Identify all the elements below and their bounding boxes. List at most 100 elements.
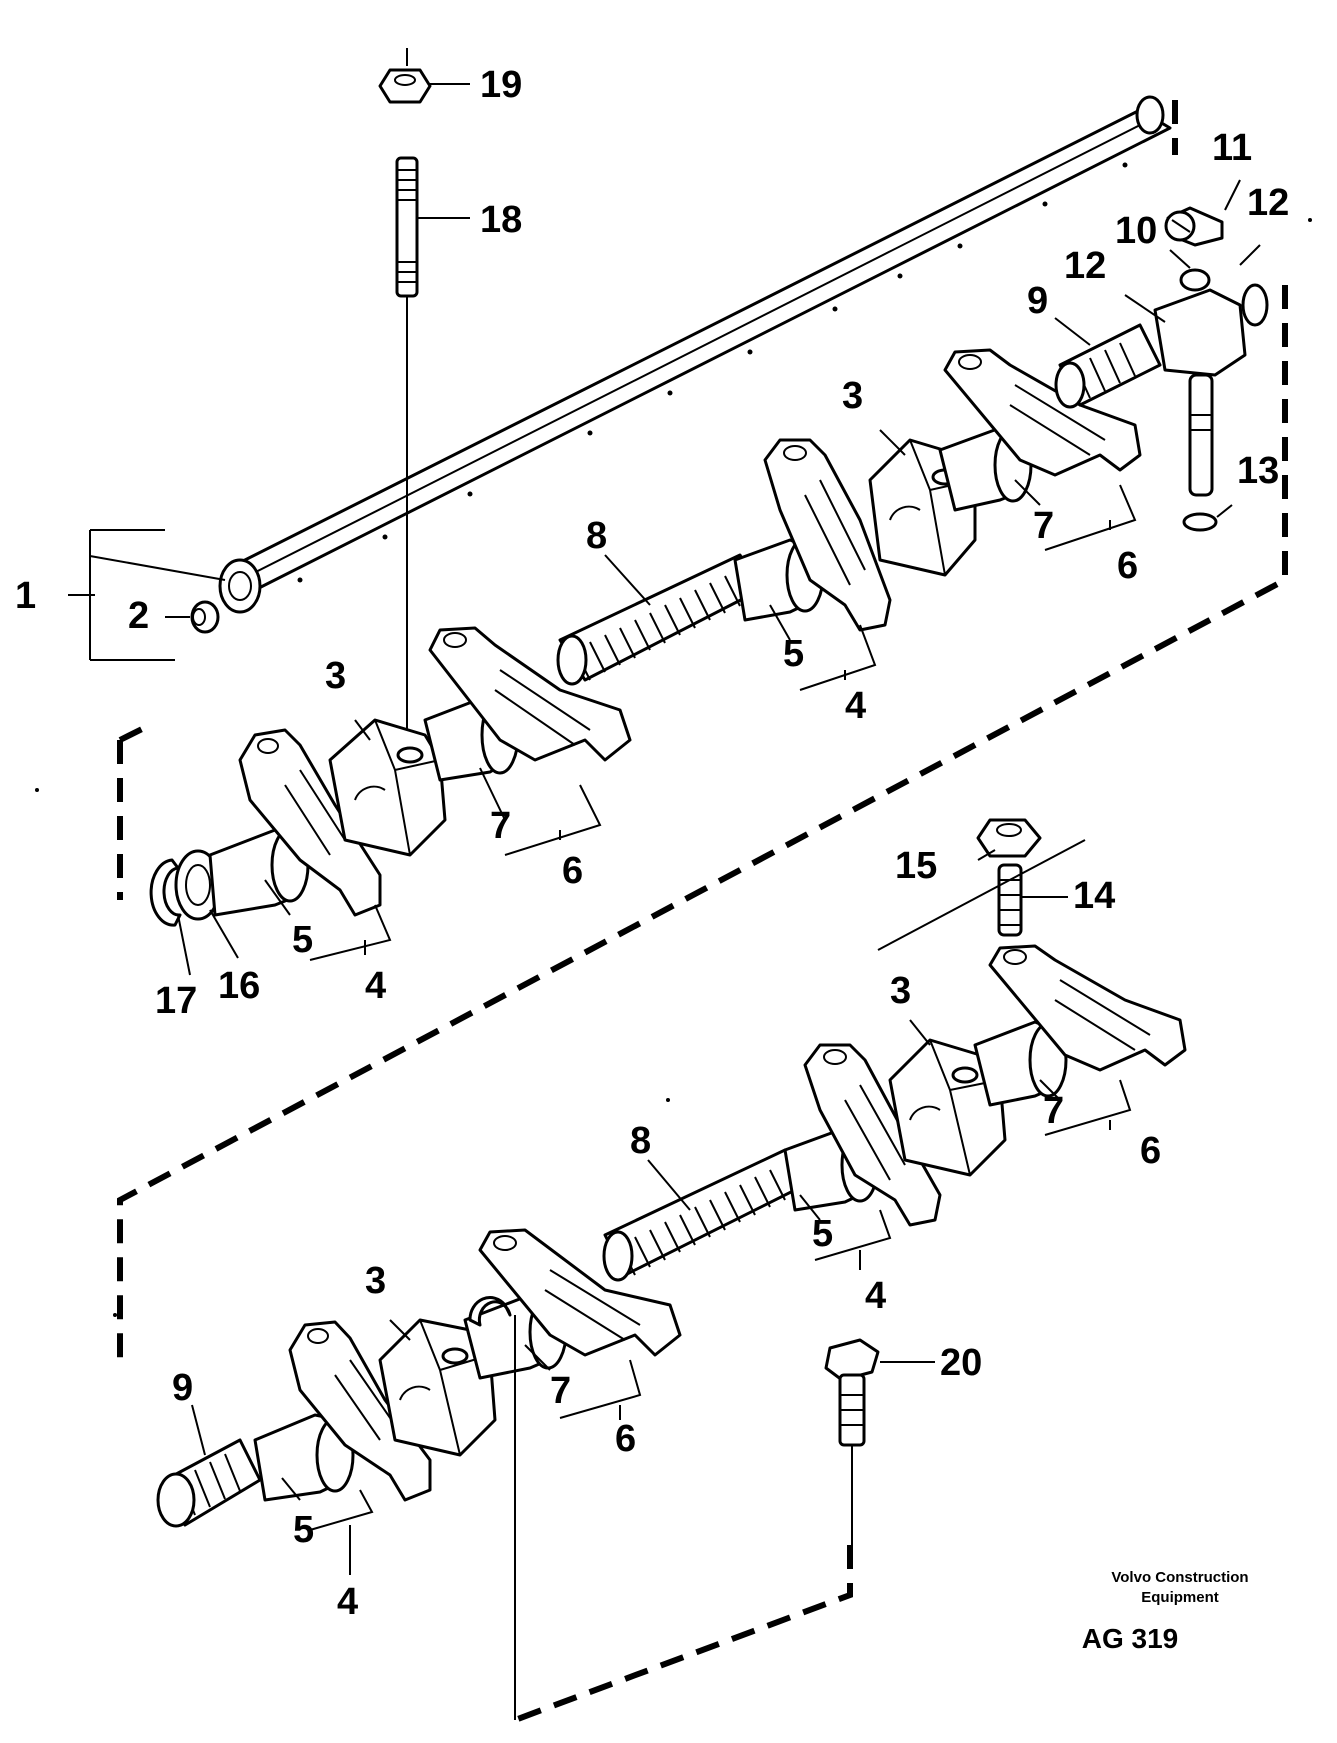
part-1-bracket-line (68, 529, 226, 661)
callout-1: 1 (15, 575, 36, 617)
callout-6: 6 (615, 1418, 636, 1460)
leader-11 (1224, 179, 1241, 211)
stray-mark (666, 1098, 670, 1102)
plug-icon (190, 600, 220, 634)
callout-12: 12 (1064, 245, 1106, 287)
leader-5-lower-mid (799, 1194, 821, 1221)
callout-4: 4 (865, 1275, 886, 1317)
pipe-icon (1188, 373, 1214, 497)
callout-19: 19 (480, 64, 522, 106)
leader-7-upper-left (479, 767, 506, 821)
callout-8: 8 (586, 515, 607, 557)
callout-15: 15 (895, 845, 937, 887)
bushing-icon (973, 1020, 1068, 1107)
spring-icon (1054, 323, 1162, 409)
callout-20: 20 (940, 1342, 982, 1384)
guide-line-14 (877, 839, 1086, 951)
callout-7: 7 (490, 805, 511, 847)
rocker-arm-icon (238, 728, 382, 917)
callout-3: 3 (325, 655, 346, 697)
leader-12a (1239, 244, 1261, 266)
callout-7: 7 (1043, 1090, 1064, 1132)
callout-9: 9 (1027, 280, 1048, 322)
callout-7: 7 (550, 1370, 571, 1412)
bracket-4-lower-mid (814, 1209, 892, 1270)
leader-8-upper (604, 554, 651, 606)
rocker-arm-icon (428, 626, 632, 762)
leader-9-lower (191, 1404, 206, 1456)
callout-16: 16 (218, 965, 260, 1007)
bracket-icon (378, 1318, 497, 1457)
callout-10: 10 (1115, 210, 1157, 252)
bracket-6-upper-left (504, 784, 602, 856)
bracket-4-upper-mid (799, 624, 877, 691)
callout-18: 18 (480, 199, 522, 241)
circlip-icon (149, 858, 182, 927)
bracket-4-lower-left (309, 1489, 374, 1575)
stray-mark (113, 1313, 117, 1317)
callout-6: 6 (1140, 1130, 1161, 1172)
callout-14: 14 (1073, 875, 1115, 917)
leader-3-upper-left (354, 719, 371, 741)
credit-line-2: Equipment (1141, 1589, 1219, 1606)
bushing-icon (938, 426, 1033, 512)
assembly-outline-upper (117, 100, 1288, 1365)
callout-5: 5 (783, 633, 804, 675)
screw-icon (1164, 206, 1224, 247)
callout-3: 3 (890, 970, 911, 1012)
callout-11: 11 (1212, 127, 1252, 169)
nut-icon (378, 68, 432, 104)
callout-5: 5 (292, 919, 313, 961)
leader-3-upper-mid (879, 429, 906, 456)
spring-icon (556, 553, 762, 686)
bolt-icon (824, 1338, 880, 1447)
callout-6: 6 (562, 850, 583, 892)
callout-3: 3 (842, 375, 863, 417)
stud-icon (395, 156, 419, 298)
drawing-code: AG 319 (1082, 1623, 1179, 1654)
callout-8: 8 (630, 1120, 651, 1162)
leader-13 (1216, 504, 1233, 518)
leader-15 (977, 849, 996, 861)
assembly-outline-lower (117, 722, 853, 1723)
leader-7-lower-right (1039, 1079, 1061, 1101)
nut-icon (976, 818, 1042, 858)
rocker-arm-icon (943, 348, 1142, 477)
leader-9-upper (1054, 317, 1091, 346)
bracket-4-upper-left (309, 904, 392, 961)
bracket-6-upper-right (1044, 484, 1137, 551)
seal-ring-icon (1182, 512, 1218, 532)
bracket-6-lower-left (559, 1359, 642, 1420)
callout-3: 3 (365, 1260, 386, 1302)
callout-5: 5 (293, 1509, 314, 1551)
leader-5-upper-left (264, 879, 291, 916)
credit-line-1: Volvo Construction (1111, 1569, 1248, 1586)
callout-2: 2 (128, 595, 149, 637)
bracket-icon (328, 718, 447, 857)
leader-16 (209, 909, 239, 959)
leader-7-lower-left (524, 1344, 551, 1371)
callout-4: 4 (845, 685, 866, 727)
bracket-icon (888, 1038, 1007, 1177)
rocker-arm-icon (988, 944, 1187, 1072)
spring-icon (156, 1438, 262, 1528)
rocker-arm-icon (288, 1320, 432, 1502)
bracket-6-lower-right (1044, 1079, 1132, 1136)
callout-12: 12 (1247, 182, 1289, 224)
leader-10 (1169, 249, 1191, 269)
rocker-shaft-icon (218, 95, 1172, 614)
callout-6: 6 (1117, 545, 1138, 587)
stray-mark (35, 788, 39, 792)
callout-5: 5 (812, 1213, 833, 1255)
stray-mark (1308, 218, 1312, 222)
rocker-arm-icon (478, 1228, 682, 1357)
rocker-arm-icon (763, 438, 892, 632)
rocker-arm-icon (803, 1043, 942, 1227)
bushing-icon (733, 537, 825, 622)
callout-4: 4 (365, 965, 386, 1007)
callout-7: 7 (1033, 505, 1054, 547)
leader-5-upper-mid (769, 604, 791, 641)
leader-7-upper-mid (1014, 479, 1041, 506)
callout-4: 4 (337, 1581, 358, 1623)
